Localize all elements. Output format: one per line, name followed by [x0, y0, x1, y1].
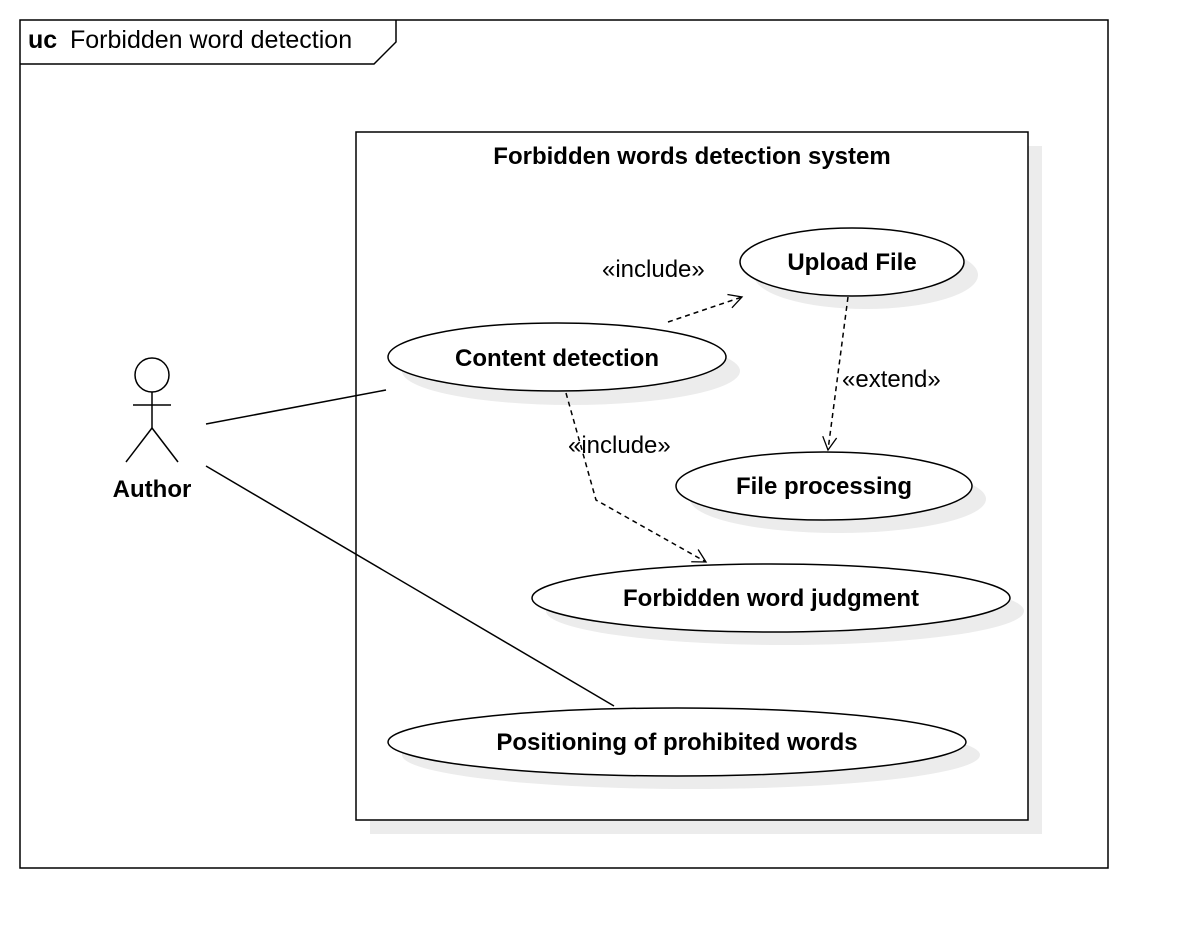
- usecase-forbidden-word-judgment[interactable]: Forbidden word judgment: [531, 563, 1024, 645]
- usecase-label: File processing: [736, 473, 912, 500]
- usecase-file-processing[interactable]: File processing: [675, 451, 986, 533]
- actor-left-leg: [125, 427, 153, 463]
- actor-author[interactable]: Author: [113, 357, 192, 503]
- frame-title: Forbidden word detection: [70, 26, 352, 54]
- relationship-extend-processing[interactable]: «extend»: [822, 296, 941, 452]
- extend-label: «extend»: [842, 366, 941, 393]
- extend-arrow: [822, 296, 849, 452]
- system-title: Forbidden words detection system: [493, 143, 890, 170]
- frame-tab: [20, 20, 397, 65]
- include-label: «include»: [602, 256, 705, 283]
- usecase-label: Forbidden word judgment: [623, 585, 919, 612]
- frame-border: [19, 19, 1109, 869]
- include-arrow: [667, 293, 744, 323]
- usecase-ellipse: [387, 322, 727, 392]
- usecase-label: Upload File: [787, 249, 916, 276]
- include-label: «include»: [568, 432, 671, 459]
- usecase-label: Content detection: [455, 345, 659, 372]
- include-arrow: [565, 392, 708, 563]
- actor-right-leg: [151, 427, 179, 463]
- frame-keyword: uc: [28, 26, 57, 54]
- usecase-positioning[interactable]: Positioning of prohibited words: [387, 707, 980, 789]
- association-author-content-detection[interactable]: [205, 389, 387, 425]
- actor-label: Author: [113, 476, 192, 503]
- usecase-ellipse: [387, 707, 967, 777]
- usecase-upload-file[interactable]: Upload File: [739, 227, 978, 309]
- actor-head: [134, 357, 170, 393]
- usecase-content-detection[interactable]: Content detection: [387, 322, 740, 405]
- relationship-include-judgment[interactable]: «include»: [565, 392, 708, 563]
- usecase-ellipse: [531, 563, 1011, 633]
- usecase-ellipse: [675, 451, 973, 521]
- relationship-include-upload[interactable]: «include»: [602, 256, 744, 323]
- usecase-ellipse: [739, 227, 965, 297]
- usecase-label: Positioning of prohibited words: [496, 729, 857, 756]
- uc-frame: uc Forbidden word detection: [19, 19, 1109, 869]
- association-author-positioning[interactable]: [205, 465, 615, 707]
